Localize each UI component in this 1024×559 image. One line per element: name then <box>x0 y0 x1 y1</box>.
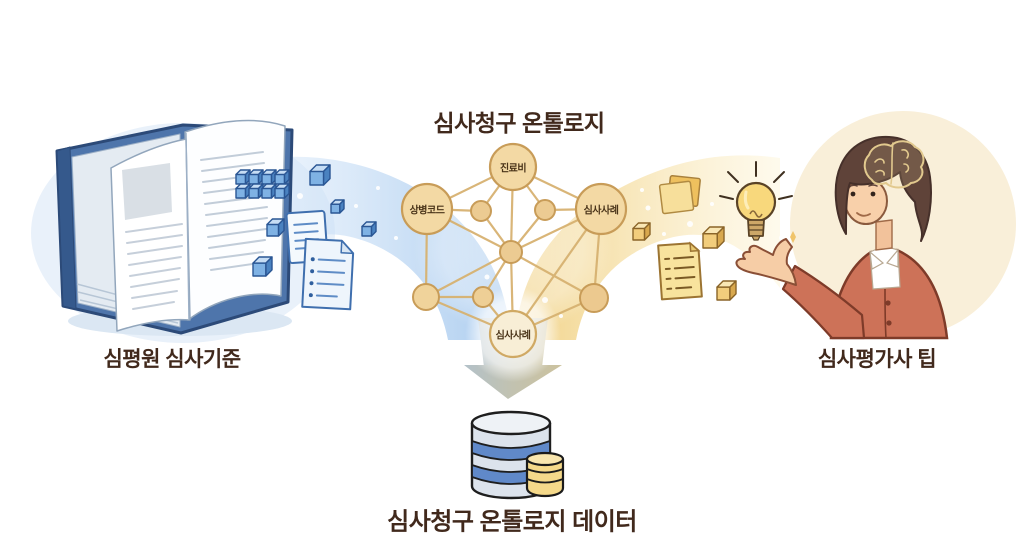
node-medical-fee-circle <box>488 142 538 192</box>
node-disease-code-circle <box>400 182 454 236</box>
node-small-circle <box>472 286 494 308</box>
sparkle-diamond-icon <box>790 231 796 243</box>
blue-document-icons <box>285 209 355 311</box>
sticky-note-icon <box>658 180 695 215</box>
node-label-review-case-right: 심사사례 <box>583 205 619 217</box>
gold-knowledge-items <box>633 174 796 301</box>
lightbulb-icon <box>719 161 793 241</box>
database-main-cylinder <box>470 410 552 500</box>
source-label: 심평원 심사기준 <box>103 348 241 371</box>
node-lower-left-circle <box>412 283 440 311</box>
database-gold-cylinder <box>525 451 565 498</box>
node-label-disease-code: 상병코드 <box>409 205 445 217</box>
expert-label: 심사평가사 팁 <box>817 348 937 371</box>
node-label-review-case-bottom: 심사사례 <box>495 330 531 342</box>
node-review-case-circle <box>574 182 628 236</box>
node-small-circle <box>470 200 492 222</box>
open-hand <box>735 238 797 286</box>
brain-icon <box>863 140 925 189</box>
page-image-placeholder <box>122 163 172 220</box>
gold-document-icon <box>657 241 703 301</box>
node-center-circle <box>499 240 523 264</box>
hair <box>834 135 932 242</box>
output-label: 심사청구 온톨로지 데이터 <box>387 508 637 536</box>
node-small-circle <box>534 199 556 221</box>
neck <box>875 219 893 251</box>
diagram-title: 심사청구 온톨로지 <box>433 110 605 136</box>
node-lower-right-circle <box>579 283 609 313</box>
database-icon <box>470 410 565 500</box>
document-bullets-icon <box>301 237 355 311</box>
ontology-network <box>400 142 628 382</box>
node-label-medical-fee: 진료비 <box>499 163 527 175</box>
reviewer-illustration <box>735 135 949 340</box>
node-review-case-bottom-circle <box>488 309 538 359</box>
arm-sleeve <box>781 264 866 340</box>
book-icon <box>55 119 294 335</box>
